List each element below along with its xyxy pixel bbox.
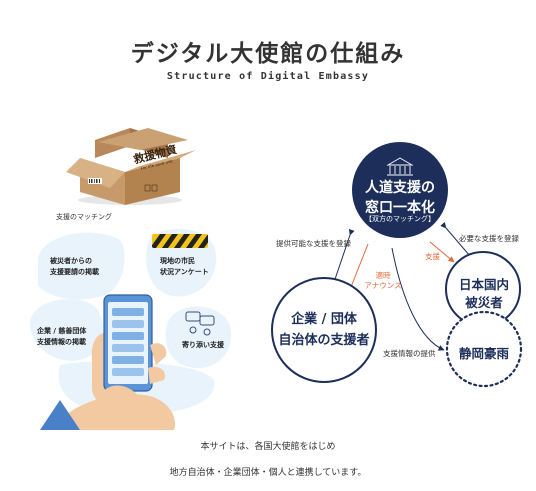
blob-label-line: 被災者からの: [50, 257, 92, 265]
label-timely-announce: 適時 アナウンス: [363, 271, 403, 291]
blob-label-line: 現地の市民: [160, 257, 195, 265]
shizuoka-label: 静岡豪雨: [458, 346, 509, 361]
matching-blobs: [29, 228, 232, 415]
blob-label-line: 企業 / 慈善団体: [37, 327, 87, 335]
label-need-registration: 必要な支援を登録: [459, 234, 519, 243]
hub-circle: [352, 142, 448, 238]
corp-circle: [271, 277, 377, 383]
blob-label-close-support: 寄り添い支援: [182, 341, 224, 349]
hub-title-line: 人道支援の: [365, 180, 435, 196]
label-timely-line: アナウンス: [364, 281, 402, 290]
chat-people-icon: [185, 311, 215, 336]
hub-subtitle: 【双方のマッチング】: [365, 215, 435, 223]
label-offer-registration: 提供可能な支援を登録: [276, 239, 351, 248]
blob-label-citizen-survey: 現地の市民 状況アンケート: [160, 256, 209, 278]
footer-line-1: 本サイトは、各国大使館をはじめ: [200, 442, 336, 452]
page-subtitle: Structure of Digital Embassy: [166, 71, 370, 82]
label-info-provision: 支援情報の提供: [383, 349, 436, 358]
cardboard-box-icon: [66, 128, 196, 205]
corp-label-line: 企業 / 団体: [291, 312, 357, 327]
arrow-victims-to-hub: [440, 221, 471, 257]
japan-label-line: 日本国内: [458, 277, 509, 292]
label-support: 支援: [425, 252, 440, 261]
blob-label-line: 状況アンケート: [160, 268, 209, 276]
hub-title: 人道支援の 窓口一本化: [353, 178, 447, 218]
japan-label-line: 被災者: [465, 295, 503, 310]
arrow-hub-to-victims: [429, 241, 455, 263]
blob-label-corp-info: 企業 / 慈善団体 支援情報の掲載: [37, 326, 86, 348]
blob-label-line: 支援情報の掲載: [37, 338, 86, 346]
embassy-building-icon: [386, 157, 414, 176]
corp-label-line: 自治体の支援者: [278, 333, 370, 348]
caution-stripes-icon: [152, 234, 208, 248]
footer-line-2: 地方自治体・企業団体・個人と連携しています。: [169, 468, 367, 478]
page-title: デジタル大使館の仕組み: [130, 41, 406, 67]
shizuoka-circle: [445, 310, 523, 388]
label-timely-line: 適時: [375, 271, 391, 280]
corp-label: 企業 / 団体 自治体の支援者: [264, 309, 384, 351]
hub-title-line: 窓口一本化: [365, 200, 435, 216]
japan-victims-label: 日本国内 被災者: [444, 276, 524, 312]
blob-label-line: 支援要請の掲載: [50, 268, 99, 276]
smartphone-hand-icon: [40, 294, 175, 430]
arrow-hub-to-corp: [348, 243, 369, 293]
arrow-info-provision: [391, 247, 445, 351]
box-caption: 支援のマッチング: [56, 213, 112, 221]
blob-label-victim-request: 被災者からの 支援要請の掲載: [50, 256, 99, 278]
